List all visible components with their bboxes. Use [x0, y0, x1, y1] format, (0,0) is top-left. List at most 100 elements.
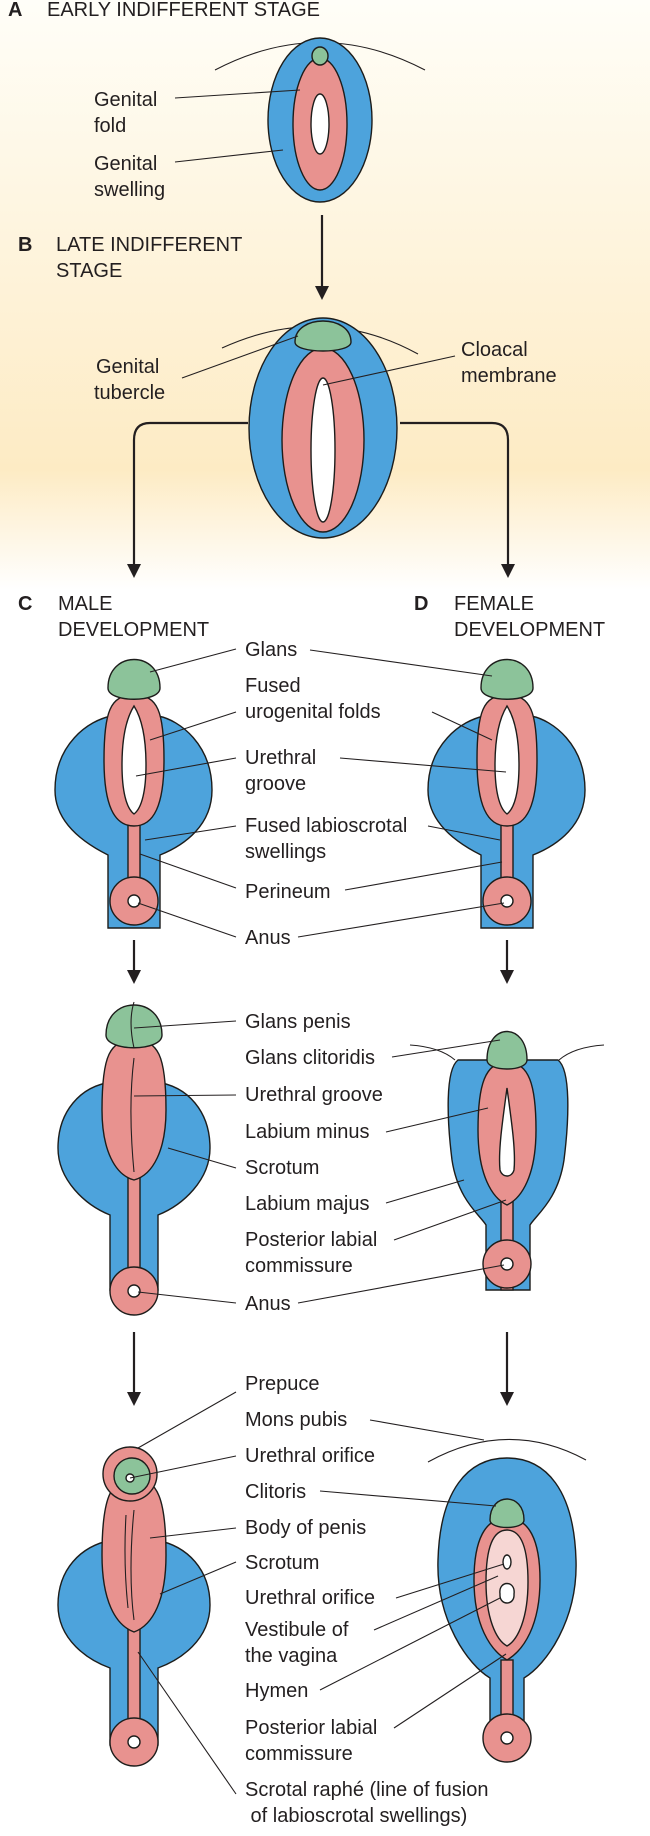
leader-anus-male: [137, 902, 237, 938]
male-3-anus: [127, 1735, 141, 1749]
panel-b-letter: B: [18, 234, 32, 256]
label-urethral-groove-1: Urethral: [245, 747, 316, 769]
panel-d-letter: D: [414, 593, 428, 615]
leader-glans-male: [149, 648, 237, 673]
male-stage-2: [57, 1001, 211, 1316]
leader-labioscrotal-female: [427, 825, 501, 841]
leader-urethral-groove-male-2: [133, 1094, 237, 1097]
label-posterior-commissure-2a: Posterior labial: [245, 1229, 377, 1251]
label-fused-folds-2: urogenital folds: [245, 701, 381, 723]
female-2-glans-clitoridis: [486, 1031, 528, 1070]
leader-vestibule: [373, 1575, 499, 1631]
arrow-b-to-c: [132, 421, 248, 566]
label-urethral-orifice-male: Urethral orifice: [245, 1445, 375, 1467]
leader-perineum-male: [139, 853, 237, 889]
leader-genital-tubercle: [181, 335, 299, 379]
leader-body-of-penis: [149, 1527, 237, 1539]
label-fused-folds-1: Fused: [245, 675, 301, 697]
arrow-a-to-b-head: [315, 286, 329, 300]
female-2-surface-right: [558, 1044, 605, 1061]
panel-b-cloacal-membrane: [310, 377, 336, 523]
leader-fused-folds-male: [149, 711, 237, 741]
row-1-labels: Glans Fused urogenital folds Urethral gr…: [135, 639, 507, 949]
leader-anus-male-2: [137, 1291, 237, 1304]
leader-anus-female-2: [297, 1264, 505, 1304]
male-2-glans-groove: [130, 1001, 135, 1049]
female-2-surface-left: [409, 1044, 456, 1061]
label-fused-labioscrotal-1: Fused labioscrotal: [245, 815, 407, 837]
panel-c-title-2: DEVELOPMENT: [58, 619, 209, 641]
leader-mons-pubis: [369, 1419, 485, 1441]
leader-urethral-orifice-female: [395, 1563, 505, 1599]
leader-labium-majus: [385, 1179, 465, 1204]
leader-genital-swelling: [174, 149, 284, 163]
label-scrotum-3: Scrotum: [245, 1552, 319, 1574]
male-stage-1: [54, 658, 213, 929]
female-3-hymen: [499, 1582, 515, 1604]
leader-glans-female: [309, 649, 493, 677]
leader-anus-female: [297, 902, 505, 938]
leader-hymen: [319, 1597, 501, 1691]
label-hymen: Hymen: [245, 1680, 308, 1702]
male-2-anus: [127, 1284, 141, 1298]
panel-a-tubercle: [311, 46, 329, 66]
arrow-b-to-d-head: [501, 564, 515, 578]
female-3-clitoris: [489, 1498, 525, 1529]
leader-scrotum-3: [159, 1561, 237, 1595]
panel-c-title-1: MALE: [58, 593, 112, 615]
label-genital-fold-2: fold: [94, 115, 126, 137]
male-3-body-of-penis: [101, 1477, 167, 1633]
panel-d-title-2: DEVELOPMENT: [454, 619, 605, 641]
label-glans-penis: Glans penis: [245, 1011, 351, 1033]
panel-a: A EARLY INDIFFERENT STAGE Genital fold G…: [8, 0, 426, 203]
panel-b-title-1: LATE INDIFFERENT: [56, 234, 242, 256]
label-fused-labioscrotal-2: swellings: [245, 841, 326, 863]
label-scrotum-2: Scrotum: [245, 1157, 319, 1179]
leader-genital-fold: [174, 89, 301, 99]
male-1-urethral-groove: [121, 704, 147, 815]
leader-prepuce: [137, 1391, 237, 1449]
female-1-anus: [500, 894, 514, 908]
label-labium-majus: Labium majus: [245, 1193, 370, 1215]
female-stage-1: [427, 658, 586, 929]
panel-a-title: EARLY INDIFFERENT STAGE: [47, 0, 320, 21]
panel-d-title-1: FEMALE: [454, 593, 534, 615]
row-3-labels: Prepuce Mons pubis Urethral orifice Clit…: [129, 1373, 507, 1827]
label-vestibule-1: Vestibule of: [245, 1619, 349, 1641]
label-scrotal-raphe-2: of labioscrotal swellings): [245, 1805, 467, 1827]
leader-perineum-female: [344, 861, 503, 891]
leader-glans-clitoridis: [391, 1039, 501, 1058]
label-body-of-penis: Body of penis: [245, 1517, 366, 1539]
leader-scrotal-raphe: [137, 1651, 237, 1795]
label-mons-pubis: Mons pubis: [245, 1409, 347, 1431]
leader-labioscrotal-male: [144, 825, 237, 841]
label-perineum: Perineum: [245, 881, 331, 903]
female-1-glans: [480, 658, 534, 700]
leader-posterior-commissure-3: [393, 1653, 507, 1729]
label-clitoris: Clitoris: [245, 1481, 306, 1503]
label-genital-fold-1: Genital: [94, 89, 157, 111]
leader-urethral-orifice-male: [129, 1455, 237, 1479]
label-vestibule-2: the vagina: [245, 1645, 338, 1667]
label-anus: Anus: [245, 927, 291, 949]
female-stage-2: [409, 1031, 605, 1291]
male-2-glans-penis: [105, 1004, 163, 1049]
label-cloacal-membrane-1: Cloacal: [461, 339, 528, 361]
female-2-anus: [500, 1257, 514, 1271]
label-urethral-groove-2: groove: [245, 773, 306, 795]
label-genital-swelling-1: Genital: [94, 153, 157, 175]
female-3-urethral-orifice: [502, 1554, 512, 1570]
label-prepuce: Prepuce: [245, 1373, 320, 1395]
label-anus-2: Anus: [245, 1293, 291, 1315]
male-stage-3: [57, 1446, 211, 1767]
panel-a-cloacal-membrane: [310, 93, 330, 155]
arrow-female-2-to-3-head: [500, 1392, 514, 1406]
label-genital-tubercle-2: tubercle: [94, 382, 165, 404]
label-genital-tubercle-1: Genital: [96, 356, 159, 378]
label-posterior-commissure-3b: commissure: [245, 1743, 353, 1765]
arrow-female-1-to-2-head: [500, 970, 514, 984]
label-glans-clitoridis: Glans clitoridis: [245, 1047, 375, 1069]
leader-cloacal-membrane: [322, 355, 456, 386]
panel-c-letter: C: [18, 593, 32, 615]
